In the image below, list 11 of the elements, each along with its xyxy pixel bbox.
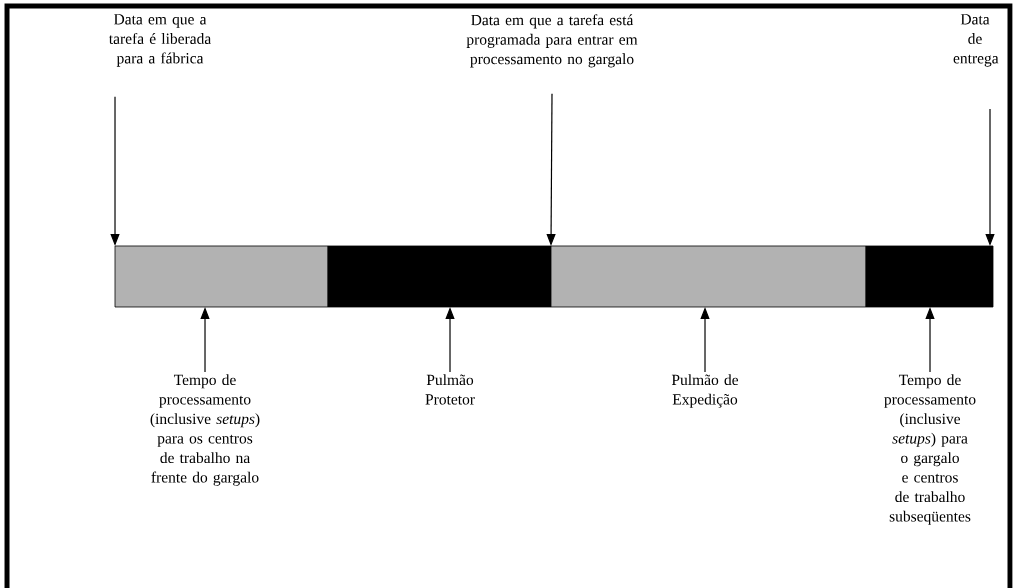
caption-text: Data de entrega [953,14,999,67]
bar-segment [114,245,329,308]
bar-segment [550,245,867,308]
bar-segment [327,245,552,308]
caption-text: Pulmão Protetor [425,374,475,405]
caption-text: Data em que a tarefa é liberada para a fábrica [108,14,211,67]
bar-segment [865,245,994,308]
caption-text: Data em que a tarefa está programada para entrar em processamento no gargalo [466,14,638,68]
caption-text: Pulmão de Expedição [671,374,739,408]
caption-text: Tempo de processamento (inclusive setups) para o gargalo e centros de trabalho subseqüentes [884,374,976,525]
caption-text: Tempo de processamento (inclusive setups) para os centros de trabalho na frente do gargalo [150,374,260,486]
